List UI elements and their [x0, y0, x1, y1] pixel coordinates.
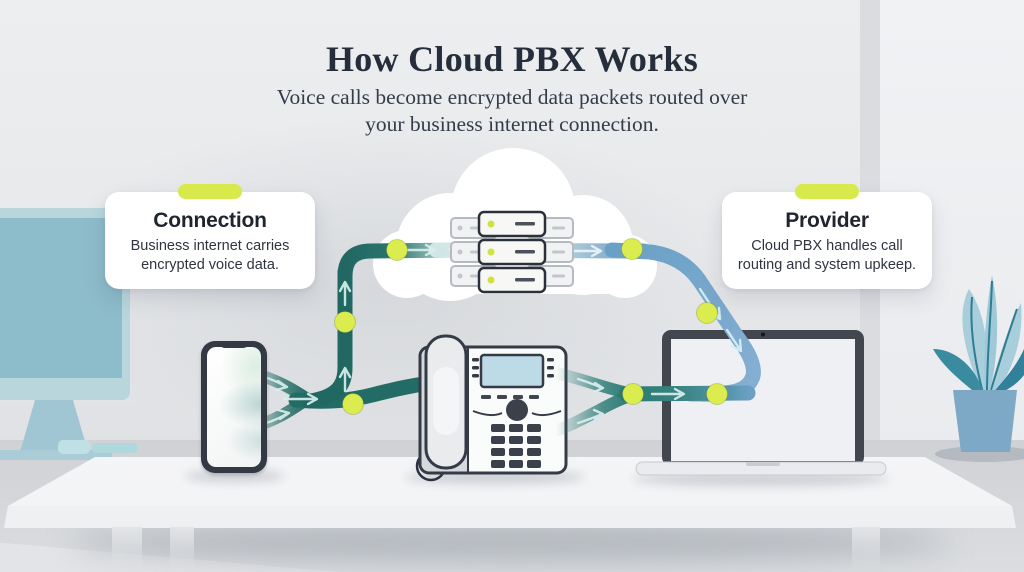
smartphone-shadow — [185, 470, 285, 482]
connection-card: Connection Business internet carries enc… — [105, 184, 315, 289]
arrow-down-right-icon — [725, 328, 743, 353]
leaf-stem — [970, 296, 984, 394]
server-led — [487, 248, 495, 256]
server-rack-center — [477, 210, 547, 294]
arrow-right-icon — [576, 408, 605, 425]
laptop-hinge-notch — [746, 462, 780, 466]
nav-button — [506, 399, 528, 421]
page-title: How Cloud PBX Works — [325, 39, 699, 79]
monitor-stand — [20, 400, 88, 452]
provider-card-title: Provider — [785, 209, 869, 232]
arrow-up-icon — [338, 366, 352, 393]
page-subtitle: Voice calls become encrypted data packet… — [0, 84, 1024, 138]
provider-card-body: Cloud PBX handles call routing and syste… — [722, 237, 932, 275]
arrow-right-icon — [264, 408, 291, 425]
packet-dot — [386, 239, 408, 261]
arrow-up-icon — [338, 280, 352, 307]
arrow-right-icon — [571, 244, 603, 258]
packet-dot — [342, 393, 364, 415]
plant-pot — [953, 390, 1017, 452]
pipe-deskphone-lower-branch — [552, 390, 636, 436]
server-led — [487, 276, 495, 284]
arrow-right-icon — [576, 377, 605, 394]
packet-dot — [622, 383, 644, 405]
arrow-right-icon — [401, 243, 437, 257]
arrow-right-icon — [282, 392, 319, 406]
subtitle-line-2: your business internet connection. — [365, 112, 659, 136]
connection-body-line-1: Business internet carries — [130, 238, 290, 254]
leaf — [962, 289, 988, 395]
server-led — [487, 220, 495, 228]
data-packets-overlay — [621, 238, 728, 405]
card-accent-pill — [795, 184, 859, 199]
mouse-icon — [92, 443, 138, 453]
desk-leg — [852, 527, 880, 572]
leaf-stem — [989, 308, 1018, 394]
softkey-row — [481, 395, 539, 399]
smartphone-notch — [219, 341, 249, 348]
panel-curves — [472, 410, 562, 417]
packet-dot — [621, 238, 643, 260]
desk-floor-shadow — [70, 524, 950, 562]
monitor-screen — [0, 218, 122, 378]
packet-dot — [696, 302, 718, 324]
keypad — [491, 424, 541, 468]
handset-grip — [433, 367, 459, 435]
desk-leg — [112, 527, 142, 572]
desk-leg — [170, 527, 194, 572]
laptop-illustration — [635, 330, 887, 476]
provider-body-line-1: Cloud PBX handles call — [751, 238, 903, 254]
leaf-stem — [986, 280, 993, 394]
side-buttons — [472, 358, 554, 378]
leaf-dark — [933, 349, 983, 397]
pipe-deskphone-to-laptop — [618, 385, 756, 402]
cloud-server-icon — [450, 210, 574, 294]
connection-card-body: Business internet carries encrypted voic… — [105, 237, 315, 275]
connection-body-line-2: encrypted voice data. — [141, 257, 279, 273]
provider-body-line-2: routing and system upkeep. — [737, 257, 917, 273]
subtitle-line-1: Voice calls become encrypted data packet… — [276, 85, 748, 109]
packet-dot — [334, 311, 356, 333]
desktop-monitor-illustration — [0, 208, 138, 460]
packet-dot — [706, 383, 728, 405]
arrow-right-icon — [650, 387, 686, 401]
potted-plant-illustration — [933, 275, 1024, 462]
smartphone-illustration — [201, 341, 267, 473]
keyboard-icon — [58, 440, 90, 454]
card-accent-pill — [178, 184, 242, 199]
webcam-icon — [761, 332, 765, 337]
connection-card-title: Connection — [153, 209, 267, 232]
data-packets — [334, 239, 408, 415]
pipe-bend-to-cloud — [337, 242, 470, 300]
deskphone-display — [479, 353, 545, 389]
provider-card: Provider Cloud PBX handles call routing … — [722, 184, 932, 289]
desk-phone-illustration — [415, 334, 568, 482]
smartphone-screen — [207, 347, 261, 467]
